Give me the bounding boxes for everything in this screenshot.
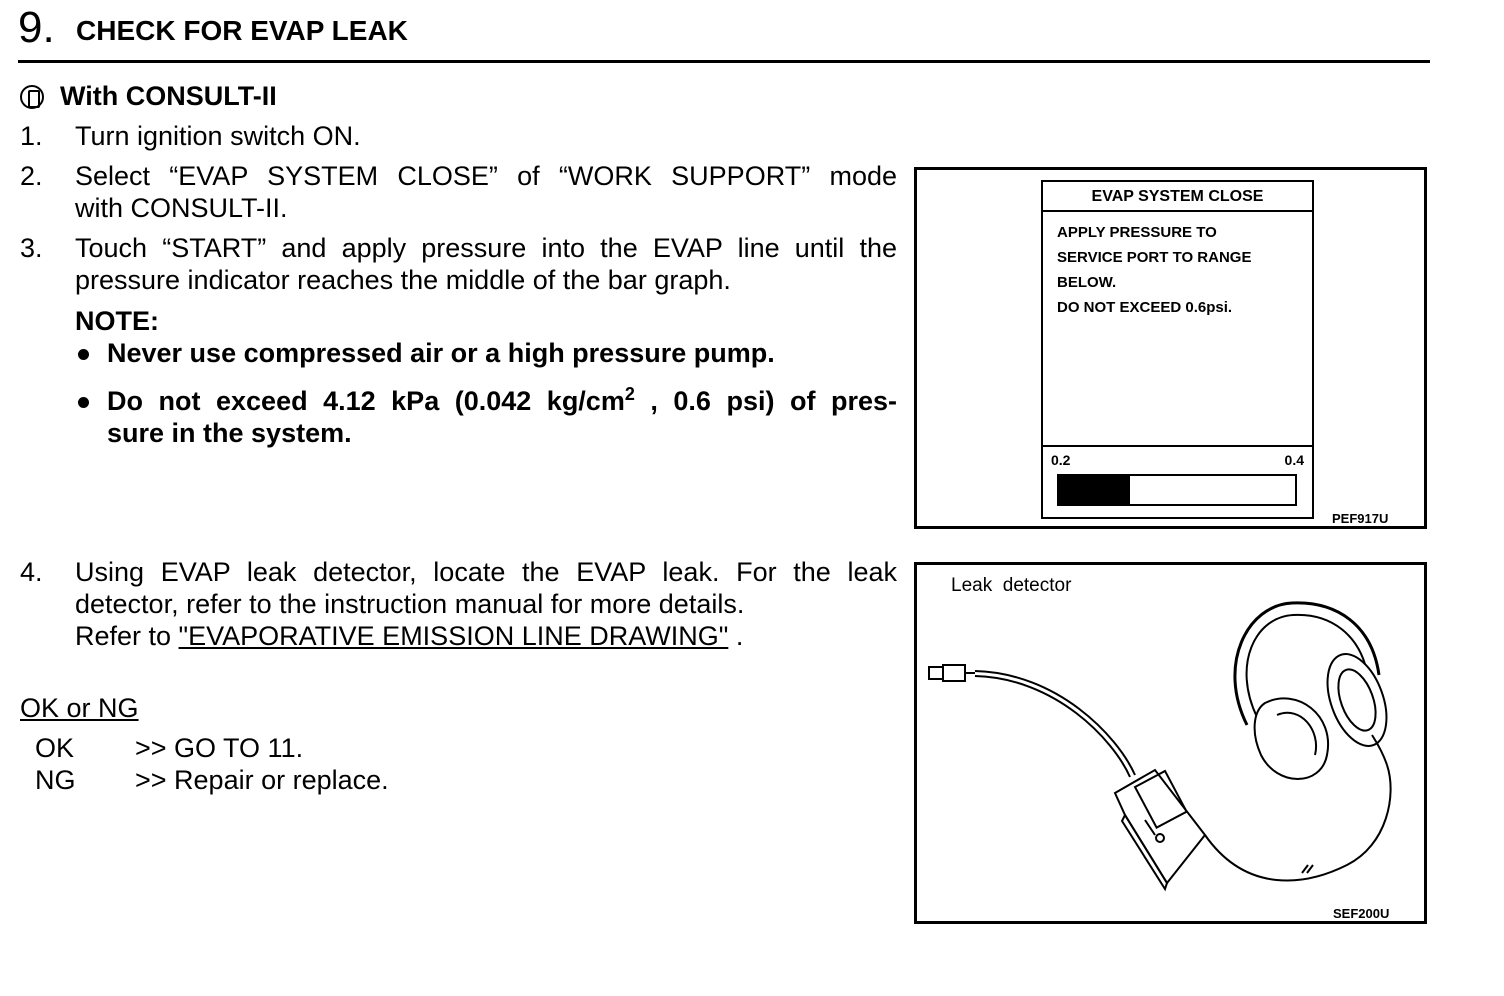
note-label: NOTE:	[75, 306, 159, 336]
figure-label: Leak detector	[951, 575, 1072, 596]
screen-title: EVAP SYSTEM CLOSE	[1043, 182, 1312, 212]
step-2-text-line1: Select “EVAP SYSTEM CLOSE” of “WORK SUPP…	[75, 161, 897, 191]
note-bullet-2-line1: Do not exceed 4.12 kPa (0.042 kg/cm2 , 0…	[107, 384, 897, 416]
section-title: CHECK FOR EVAP LEAK	[76, 15, 408, 46]
step-4-number: 4.	[20, 557, 43, 587]
heading-rule	[18, 60, 1430, 63]
step-1-text: Turn ignition switch ON.	[75, 121, 361, 151]
scale-divider	[1043, 445, 1312, 447]
pressure-bar-fill	[1059, 476, 1130, 504]
step-2-text-line2: with CONSULT-II.	[75, 193, 288, 223]
leak-detector-figure: Leak detector SEF200U	[914, 562, 1427, 924]
step-4-text-line1: Using EVAP leak detector, locate the EVA…	[75, 557, 897, 587]
figure-code: SEF200U	[1333, 906, 1390, 921]
consult-screen-figure: EVAP SYSTEM CLOSE APPLY PRESSURE TO SERV…	[914, 167, 1427, 529]
result-ng-value: >> Repair or replace.	[135, 765, 389, 795]
note-bullet-1: Never use compressed air or a high press…	[107, 338, 775, 368]
result-ok-value: >> GO TO 11.	[135, 733, 304, 763]
step-3-number: 3.	[20, 233, 43, 263]
result-ng-key: NG	[35, 765, 76, 795]
step-4-text-line2: detector, refer to the instruction manua…	[75, 589, 745, 619]
consult-screen: EVAP SYSTEM CLOSE APPLY PRESSURE TO SERV…	[1041, 180, 1314, 519]
step-3-text-line2: pressure indicator reaches the middle of…	[75, 265, 731, 295]
consult-icon	[20, 85, 44, 109]
evap-emission-line-drawing-link[interactable]: "EVAPORATIVE EMISSION LINE DRAWING"	[178, 621, 729, 651]
screen-message-line: DO NOT EXCEED 0.6psi.	[1057, 299, 1233, 316]
figure-code: PEF917U	[1332, 511, 1389, 526]
step-4-text-line3: Refer to "EVAPORATIVE EMISSION LINE DRAW…	[75, 621, 744, 651]
consult-label: With CONSULT-II	[60, 81, 277, 111]
scale-min-label: 0.2	[1051, 452, 1071, 468]
screen-message-line: BELOW.	[1057, 274, 1117, 291]
screen-message-line: APPLY PRESSURE TO	[1057, 224, 1217, 241]
result-ok-key: OK	[35, 733, 75, 763]
section-number: 9.	[18, 3, 55, 52]
scale-max-label: 0.4	[1284, 452, 1304, 468]
step-3-text-line1: Touch “START” and apply pressure into th…	[75, 233, 897, 263]
bullet-dot	[78, 397, 89, 408]
screen-message-line: SERVICE PORT TO RANGE	[1057, 249, 1252, 266]
leak-detector-illustration	[928, 601, 1392, 892]
bullet-dot	[78, 349, 89, 360]
pressure-bar	[1057, 474, 1297, 506]
note-bullet-2-line2: sure in the system.	[107, 418, 352, 448]
step-1-number: 1.	[20, 121, 43, 151]
result-heading: OK or NG	[20, 693, 139, 723]
step-2-number: 2.	[20, 161, 43, 191]
